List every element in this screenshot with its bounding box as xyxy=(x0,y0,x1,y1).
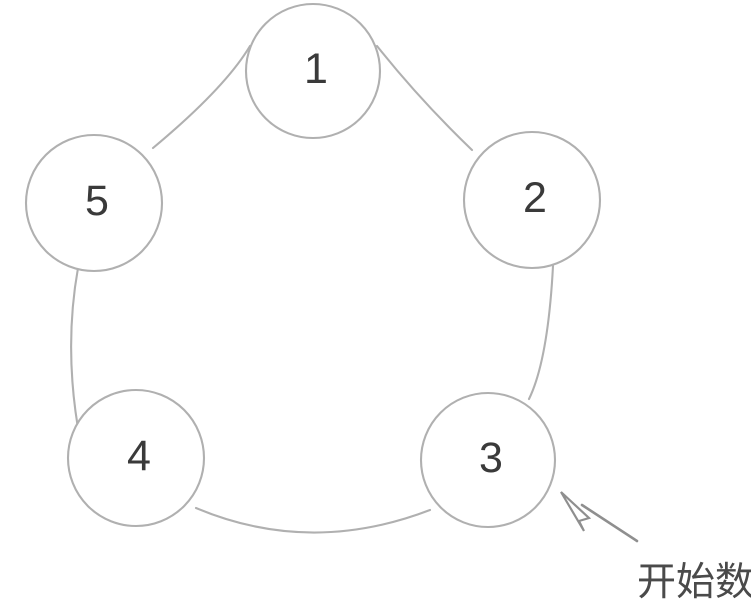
node-2[interactable]: 2 xyxy=(462,130,602,270)
node-4[interactable]: 4 xyxy=(66,388,206,528)
node-4-label: 4 xyxy=(127,432,151,480)
arrow-head-icon xyxy=(560,491,592,532)
node-4-circle[interactable] xyxy=(66,388,206,528)
start-annotation-label: 开始数 xyxy=(637,560,751,603)
link-3-to-4 xyxy=(194,506,432,534)
start-pointer-group xyxy=(560,491,639,543)
link-5-to-1 xyxy=(151,44,252,150)
node-3-circle[interactable] xyxy=(419,391,557,529)
node-3-label: 3 xyxy=(479,434,503,482)
node-5-circle[interactable] xyxy=(24,133,164,273)
link-1-to-2 xyxy=(375,44,474,152)
node-3[interactable]: 3 xyxy=(419,391,557,529)
node-2-circle[interactable] xyxy=(462,130,602,270)
node-1[interactable]: 1 xyxy=(244,2,382,140)
node-1-circle[interactable] xyxy=(244,2,382,140)
node-1-label: 1 xyxy=(304,45,328,93)
node-5-label: 5 xyxy=(85,177,109,225)
pointer-shaft xyxy=(580,503,639,543)
node-5[interactable]: 5 xyxy=(24,133,164,273)
node-2-label: 2 xyxy=(523,174,547,222)
link-2-to-3 xyxy=(527,264,555,401)
